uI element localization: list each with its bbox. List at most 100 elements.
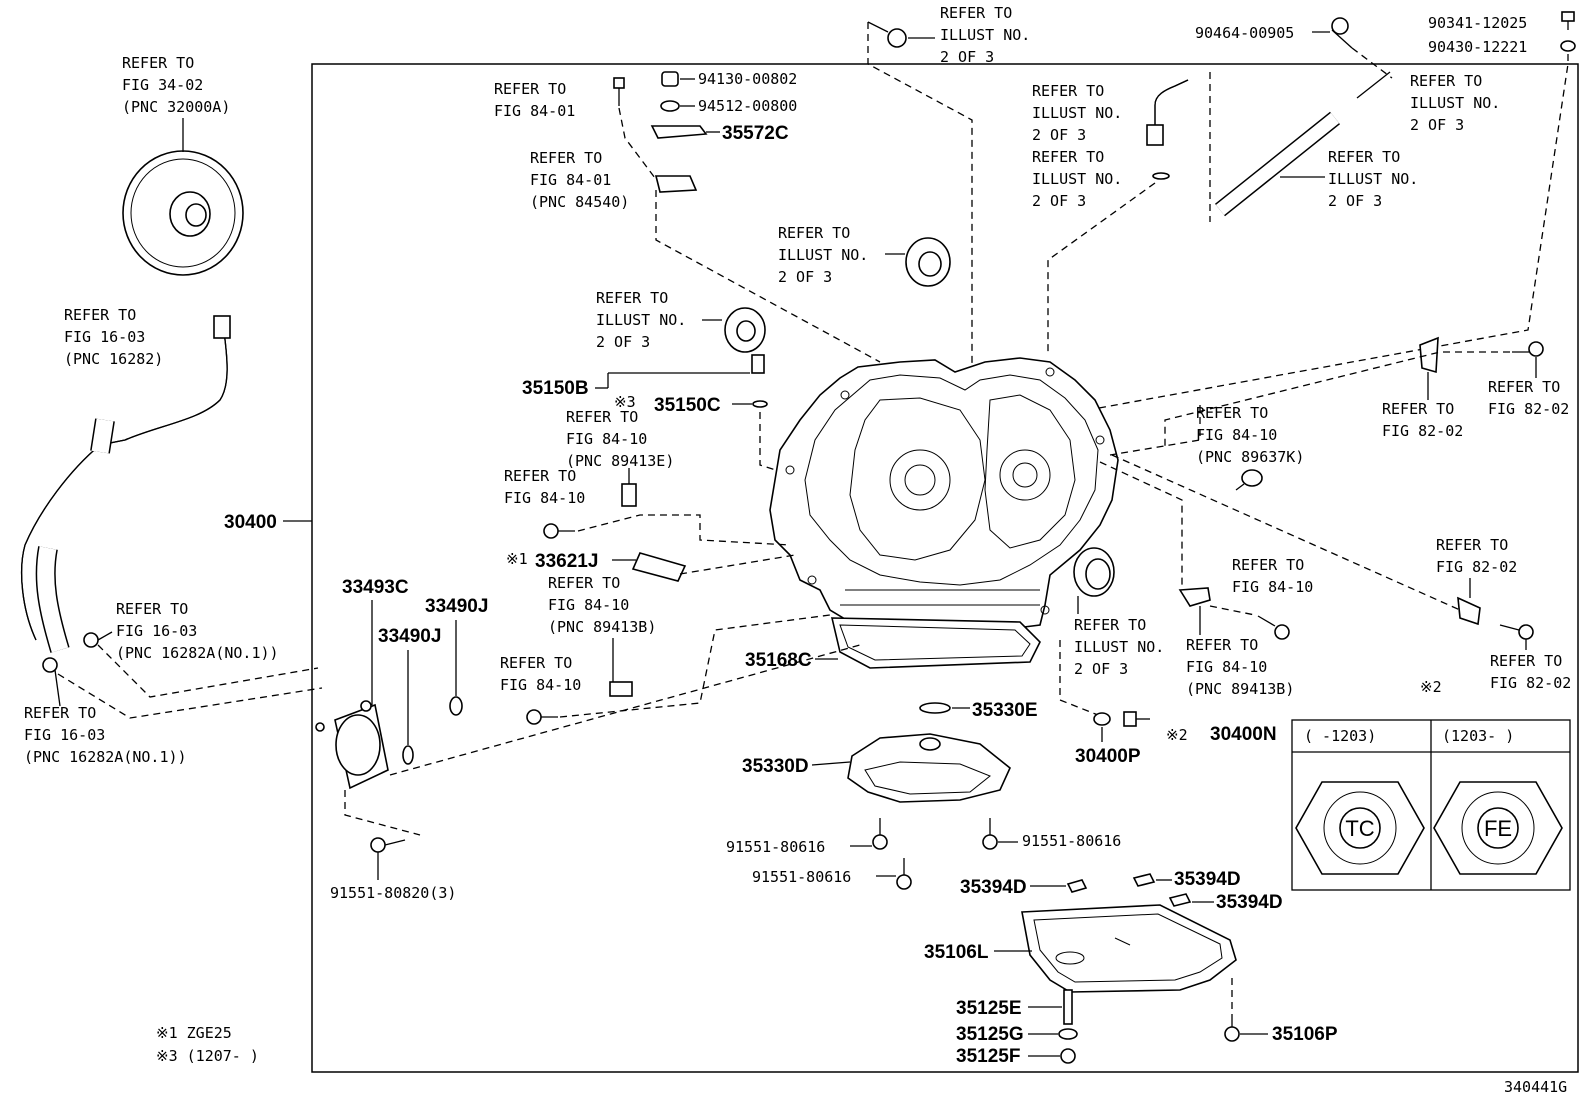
ref-illust-c-l3: 2 OF 3 (1410, 116, 1464, 134)
bolt-91551-a (872, 818, 888, 850)
ref-fig8410c-l3: (PNC 89413B) (548, 618, 656, 636)
note-1: ※1 ZGE25 (156, 1024, 232, 1042)
ref-fig8202c-l1: REFER TO (1436, 536, 1508, 554)
strainer-35330D (847, 733, 1011, 803)
part-35394D-b: 35394D (1174, 869, 1241, 890)
ref-fig1603b-l3: (PNC 16282A(NO.1)) (116, 644, 279, 662)
part-91551-b: 91551-80616 (752, 868, 851, 886)
plug-94130 (661, 71, 679, 87)
ref-fig1603a-l3: (PNC 16282) (64, 350, 163, 368)
magnet-35394D-a (1066, 879, 1088, 893)
ref-fig8410g-l1: REFER TO (1186, 636, 1258, 654)
ref-illust-e-l2: ILLUST NO. (778, 246, 868, 264)
o-ring-33490J-b (449, 696, 463, 716)
o-ring-top (1152, 172, 1170, 180)
ref-fig8202d-l1: REFER TO (1490, 652, 1562, 670)
part-91551-a: 91551-80616 (726, 838, 825, 856)
ref-fig1603b-l2: FIG 16-03 (116, 622, 197, 640)
ref-illust-f-l2: ILLUST NO. (596, 311, 686, 329)
fe-mark (1477, 807, 1519, 849)
bolt-35106P (1224, 1018, 1240, 1042)
magnet-35394D-b (1132, 873, 1156, 887)
ref-fig1603a-l2: FIG 16-03 (64, 328, 145, 346)
pump-33493C (315, 700, 389, 790)
ref-illust-d-l1: REFER TO (1328, 148, 1400, 166)
ref-fig8410d-l1: REFER TO (500, 654, 572, 672)
bolt-91551-80820 (370, 837, 406, 853)
ref-illust-e-l3: 2 OF 3 (778, 268, 832, 286)
ref-fig8410f-l1: REFER TO (1232, 556, 1304, 574)
ref-fig1603c-l2: FIG 16-03 (24, 726, 105, 744)
pipe-elbow (1146, 79, 1189, 146)
ref-fig8202b-l1: REFER TO (1488, 378, 1560, 396)
ref-illust-f-l1: REFER TO (596, 289, 668, 307)
ref-illust-b-l3: 2 OF 3 (1032, 192, 1086, 210)
part-35168C: 35168C (745, 650, 812, 671)
ref-fig8410c-l2: FIG 84-10 (548, 596, 629, 614)
bolt-82-02-top (1512, 341, 1544, 357)
washer-90430 (1560, 40, 1576, 52)
part-35106P: 35106P (1272, 1024, 1338, 1045)
ref-illust-d-l3: 2 OF 3 (1328, 192, 1382, 210)
ref-illust-b-l2: ILLUST NO. (1032, 170, 1122, 188)
ref-illust-top-l1: REFER TO (940, 4, 1012, 22)
part-35125F: 35125F (956, 1046, 1020, 1067)
sensor-89413B (609, 681, 633, 697)
ref-fig8410b-l1: REFER TO (504, 467, 576, 485)
ref-illust-g-l3: 2 OF 3 (1074, 660, 1128, 678)
inset-col2: (1203- ) (1442, 727, 1514, 745)
shift-lever (654, 175, 698, 193)
part-35394D-c: 35394D (1216, 892, 1283, 913)
part-91551-80820: 91551-80820(3) (330, 884, 456, 902)
bolt-91551-c (982, 818, 998, 850)
ref-illust-e-l1: REFER TO (778, 224, 850, 242)
part-90464: 90464-00905 (1195, 24, 1294, 42)
ref-fig8401b-l2: FIG 84-01 (530, 171, 611, 189)
inset-cap-tc: TC (1345, 816, 1374, 841)
bolt-sensor-b (526, 709, 558, 725)
gasket-35125G (1058, 1028, 1078, 1040)
bolt-sensor-a (543, 523, 575, 539)
bolt-91551-b (896, 858, 912, 890)
ref-fig8401b-l3: (PNC 84540) (530, 193, 629, 211)
inset-box (1291, 719, 1571, 891)
bolt-sensor-c (1257, 615, 1290, 640)
part-94512: 94512-00800 (698, 97, 797, 115)
torque-converter (122, 118, 244, 276)
part-91551-c: 91551-80616 (1022, 832, 1121, 850)
o-ring-35150C (752, 400, 768, 408)
mark-2: ※2 (1166, 726, 1188, 744)
ref-fig1603b-l1: REFER TO (116, 600, 188, 618)
ref-illust-top-l3: 2 OF 3 (940, 48, 994, 66)
ref-fig8410g-l2: FIG 84-10 (1186, 658, 1267, 676)
ref-fig8202a-l1: REFER TO (1382, 400, 1454, 418)
oil-seal-a (905, 237, 951, 287)
part-35150B: 35150B (522, 378, 589, 399)
part-33621J: 33621J (535, 551, 598, 572)
ref-fig8410e-l3: (PNC 89637K) (1196, 448, 1304, 466)
washer-94512 (660, 100, 680, 112)
oil-seal-b (724, 307, 766, 353)
part-33490J-a: 33490J (378, 626, 441, 647)
ref-fig8410e-l2: FIG 84-10 (1196, 426, 1277, 444)
ref-illust-c-l1: REFER TO (1410, 72, 1482, 90)
ref-fig8202d-l2: FIG 82-02 (1490, 674, 1571, 692)
bracket-82-02-bottom (1457, 596, 1481, 626)
ref-illust-c-l2: ILLUST NO. (1410, 94, 1500, 112)
part-35150C: 35150C (654, 395, 721, 416)
ref-illust-top-l2: ILLUST NO. (940, 26, 1030, 44)
ref-fig1603c-l1: REFER TO (24, 704, 96, 722)
bolt-top-center (867, 21, 907, 48)
long-pipe (1215, 71, 1391, 217)
ref-fig8202a-l2: FIG 82-02 (1382, 422, 1463, 440)
gasket-35168C (830, 617, 1041, 669)
clip-90464 (1331, 17, 1353, 49)
ref-fig8202c-l2: FIG 82-02 (1436, 558, 1517, 576)
ref-fig8410a-l2: FIG 84-10 (566, 430, 647, 448)
ref-illust-b-l1: REFER TO (1032, 148, 1104, 166)
part-90341: 90341-12025 (1428, 14, 1527, 32)
o-ring-35330E (919, 702, 951, 714)
part-30400N: 30400N (1210, 724, 1277, 745)
part-35572C: 35572C (722, 123, 789, 144)
ref-illust-g-l2: ILLUST NO. (1074, 638, 1164, 656)
